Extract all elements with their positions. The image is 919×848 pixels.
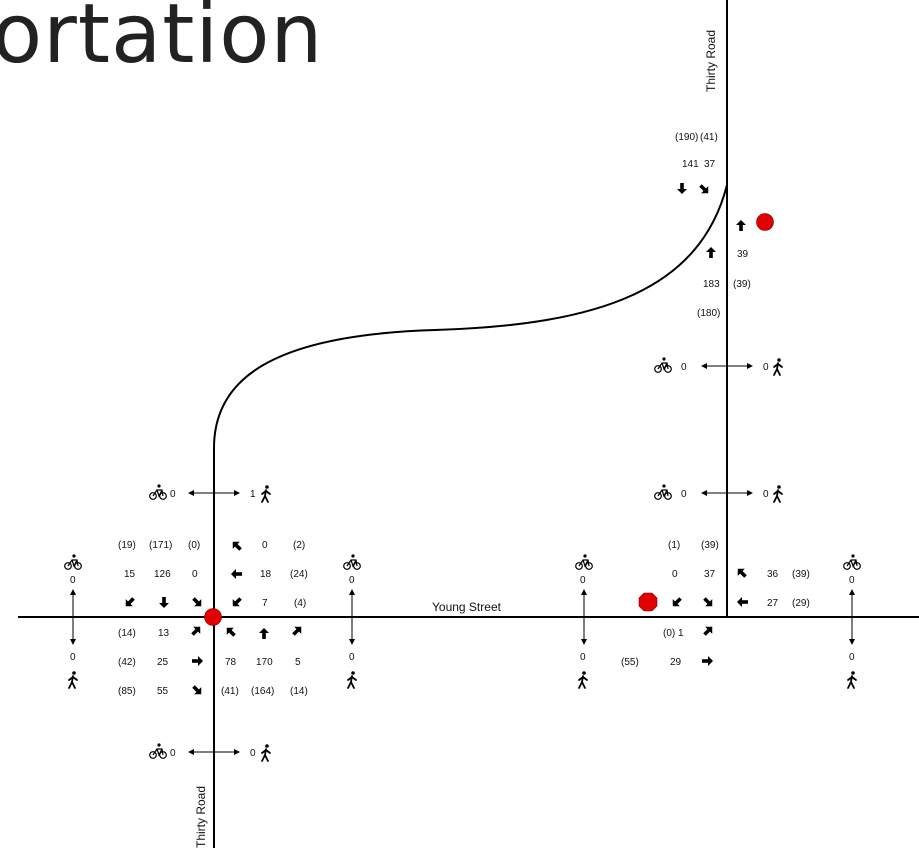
west-eb-am-1: 13 [158,628,170,639]
east-eb-am-top: 1 [678,628,684,639]
west-nb-am-3: 5 [295,657,301,668]
east-wb-am-top: 36 [767,569,779,580]
west-nb-pm-1: (41) [221,686,239,697]
north-sb-am-left: 141 [682,159,699,170]
east-right-ped-count: 0 [849,652,855,663]
slide-title: ortation [0,0,324,82]
west-eb-pm-3: (85) [118,686,136,697]
west-eb-pm-2: (42) [118,657,136,668]
west-nb-am-1: 78 [225,657,237,668]
west-nb-pm-2: (164) [251,686,274,697]
west-wb-am-2: 18 [260,569,272,580]
east-sb-pm-left: (1) [668,540,680,551]
west-south-bike-count: 0 [170,748,176,759]
east-eb-am-bottom: 29 [670,657,682,668]
east-sb-am-left: 0 [672,569,678,580]
east-eb-pm-bottom: (55) [621,657,639,668]
north-nb-pm-right: (39) [733,279,751,290]
west-north-ped-count: 1 [250,489,256,500]
west-sb-pm-1: (19) [118,540,136,551]
signal-north-intersection [756,213,774,231]
north-ped-count: 0 [763,362,769,373]
west-right-bike-count: 0 [349,575,355,586]
west-eb-pm-1: (14) [118,628,136,639]
north-sb-pm-left: (190) [675,132,698,143]
east-wb-pm-top: (39) [792,569,810,580]
young-street-label: Young Street [432,600,502,614]
north-nb-am-right: 39 [737,249,749,260]
north-nb-pm-left: (180) [697,308,720,319]
west-left-ped-count: 0 [70,652,76,663]
north-sb-pm-right: (41) [700,132,718,143]
west-sb-am-3: 0 [192,569,198,580]
north-nb-am-left: 183 [703,279,720,290]
thirty-road-label-south: Thirty Road [194,786,208,848]
west-south-ped-count: 0 [250,748,256,759]
west-right-ped-count: 0 [349,652,355,663]
west-sb-pm-3: (0) [188,540,200,551]
west-wb-am-3: 7 [262,598,268,609]
west-sb-am-1: 15 [124,569,136,580]
west-nb-am-2: 170 [256,657,273,668]
west-wb-am-1: 0 [262,540,268,551]
east-right-bike-count: 0 [849,575,855,586]
west-left-bike-count: 0 [70,575,76,586]
east-left-bike-count: 0 [580,575,586,586]
stop-sign-east [638,592,658,612]
west-sb-pm-2: (171) [149,540,172,551]
west-wb-pm-1: (2) [293,540,305,551]
east-left-ped-count: 0 [580,652,586,663]
west-nb-pm-3: (14) [290,686,308,697]
thirty-road-label-north: Thirty Road [704,30,718,92]
west-wb-pm-3: (4) [294,598,306,609]
east-sb-am-right: 37 [704,569,716,580]
east-wb-am-bottom: 27 [767,598,779,609]
west-wb-pm-2: (24) [290,569,308,580]
east-sb-pm-right: (39) [701,540,719,551]
west-north-bike-count: 0 [170,489,176,500]
west-eb-am-3: 55 [157,686,169,697]
thirty-road-curve [213,184,728,449]
east-ped-count: 0 [763,489,769,500]
signal-west-intersection [204,608,222,626]
east-wb-pm-bottom: (29) [792,598,810,609]
east-eb-pm-top: (0) [663,628,675,639]
east-bike-count: 0 [681,489,687,500]
north-bike-count: 0 [681,362,687,373]
west-eb-am-2: 25 [157,657,169,668]
north-sb-am-right: 37 [704,159,716,170]
west-sb-am-2: 126 [154,569,171,580]
